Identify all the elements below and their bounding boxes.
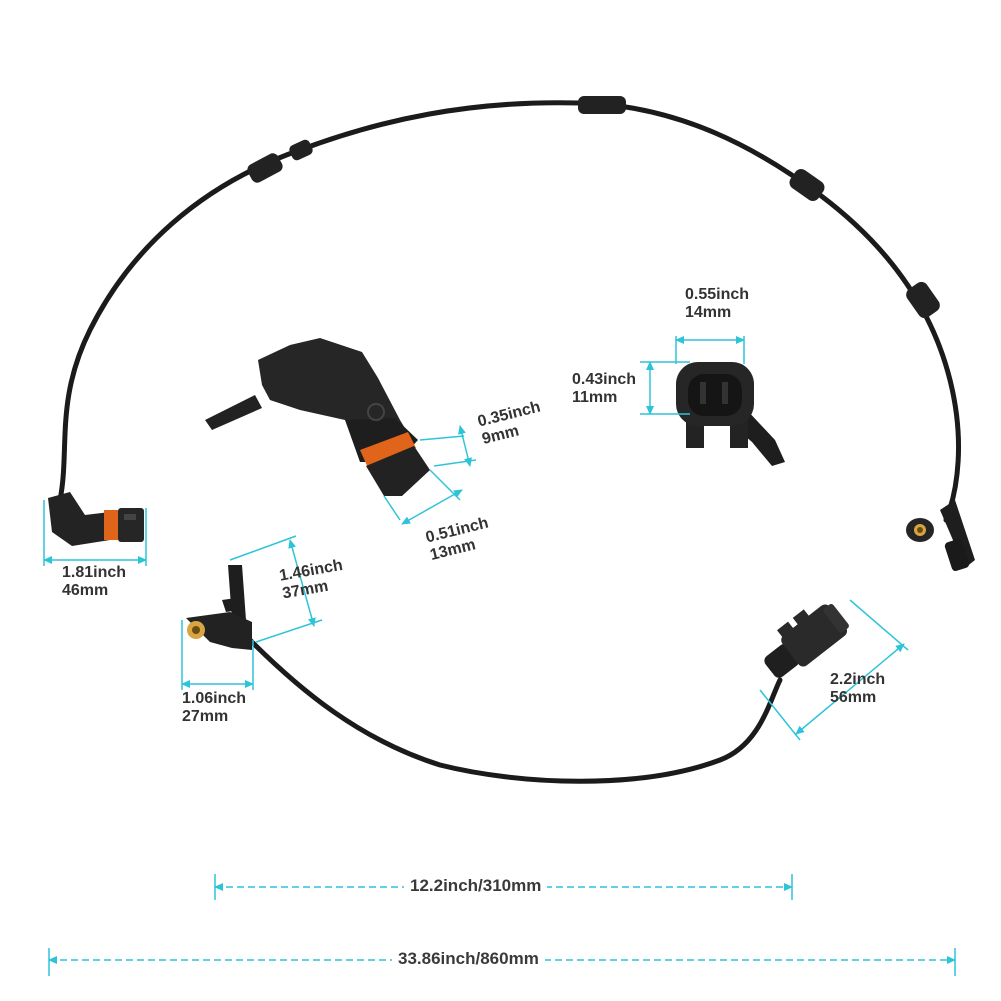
inch-value: 1.81inch [62, 564, 127, 581]
connector-detail [205, 338, 430, 496]
inch-value: 1.06inch [182, 690, 247, 707]
cable-grommet [247, 96, 940, 319]
connector-left-length-label: 1.81inch 46mm [62, 564, 126, 600]
mm-value: 56mm [830, 689, 877, 706]
inch-value: 0.43inch [572, 371, 637, 388]
plug-face-width-label: 0.55inch 14mm [685, 286, 749, 322]
inch-value: 2.2inch [830, 671, 886, 688]
left-angled-connector [48, 492, 144, 546]
mm-value: 14mm [685, 304, 732, 321]
long-cable-wire [57, 100, 962, 523]
sensor-mount-width-label: 1.06inch 27mm [182, 690, 246, 726]
left-wheel-sensor [186, 565, 252, 650]
inch-value: 0.55inch [685, 286, 750, 303]
right-wheel-sensor [906, 500, 975, 572]
mm-value: 27mm [182, 708, 229, 725]
mm-value: 11mm [572, 389, 618, 406]
plug-length-label: 2.2inch 56mm [830, 671, 885, 707]
mm-value: 46mm [62, 582, 109, 599]
plug-face-detail [676, 362, 785, 466]
plug-face-height-label: 0.43inch 11mm [572, 371, 636, 407]
long-cable-length-label: 33.86inch/860mm [392, 949, 545, 969]
short-cable-wire [247, 637, 783, 784]
short-cable-length-label: 12.2inch/310mm [404, 876, 548, 896]
long-sensor-cable [48, 96, 975, 572]
